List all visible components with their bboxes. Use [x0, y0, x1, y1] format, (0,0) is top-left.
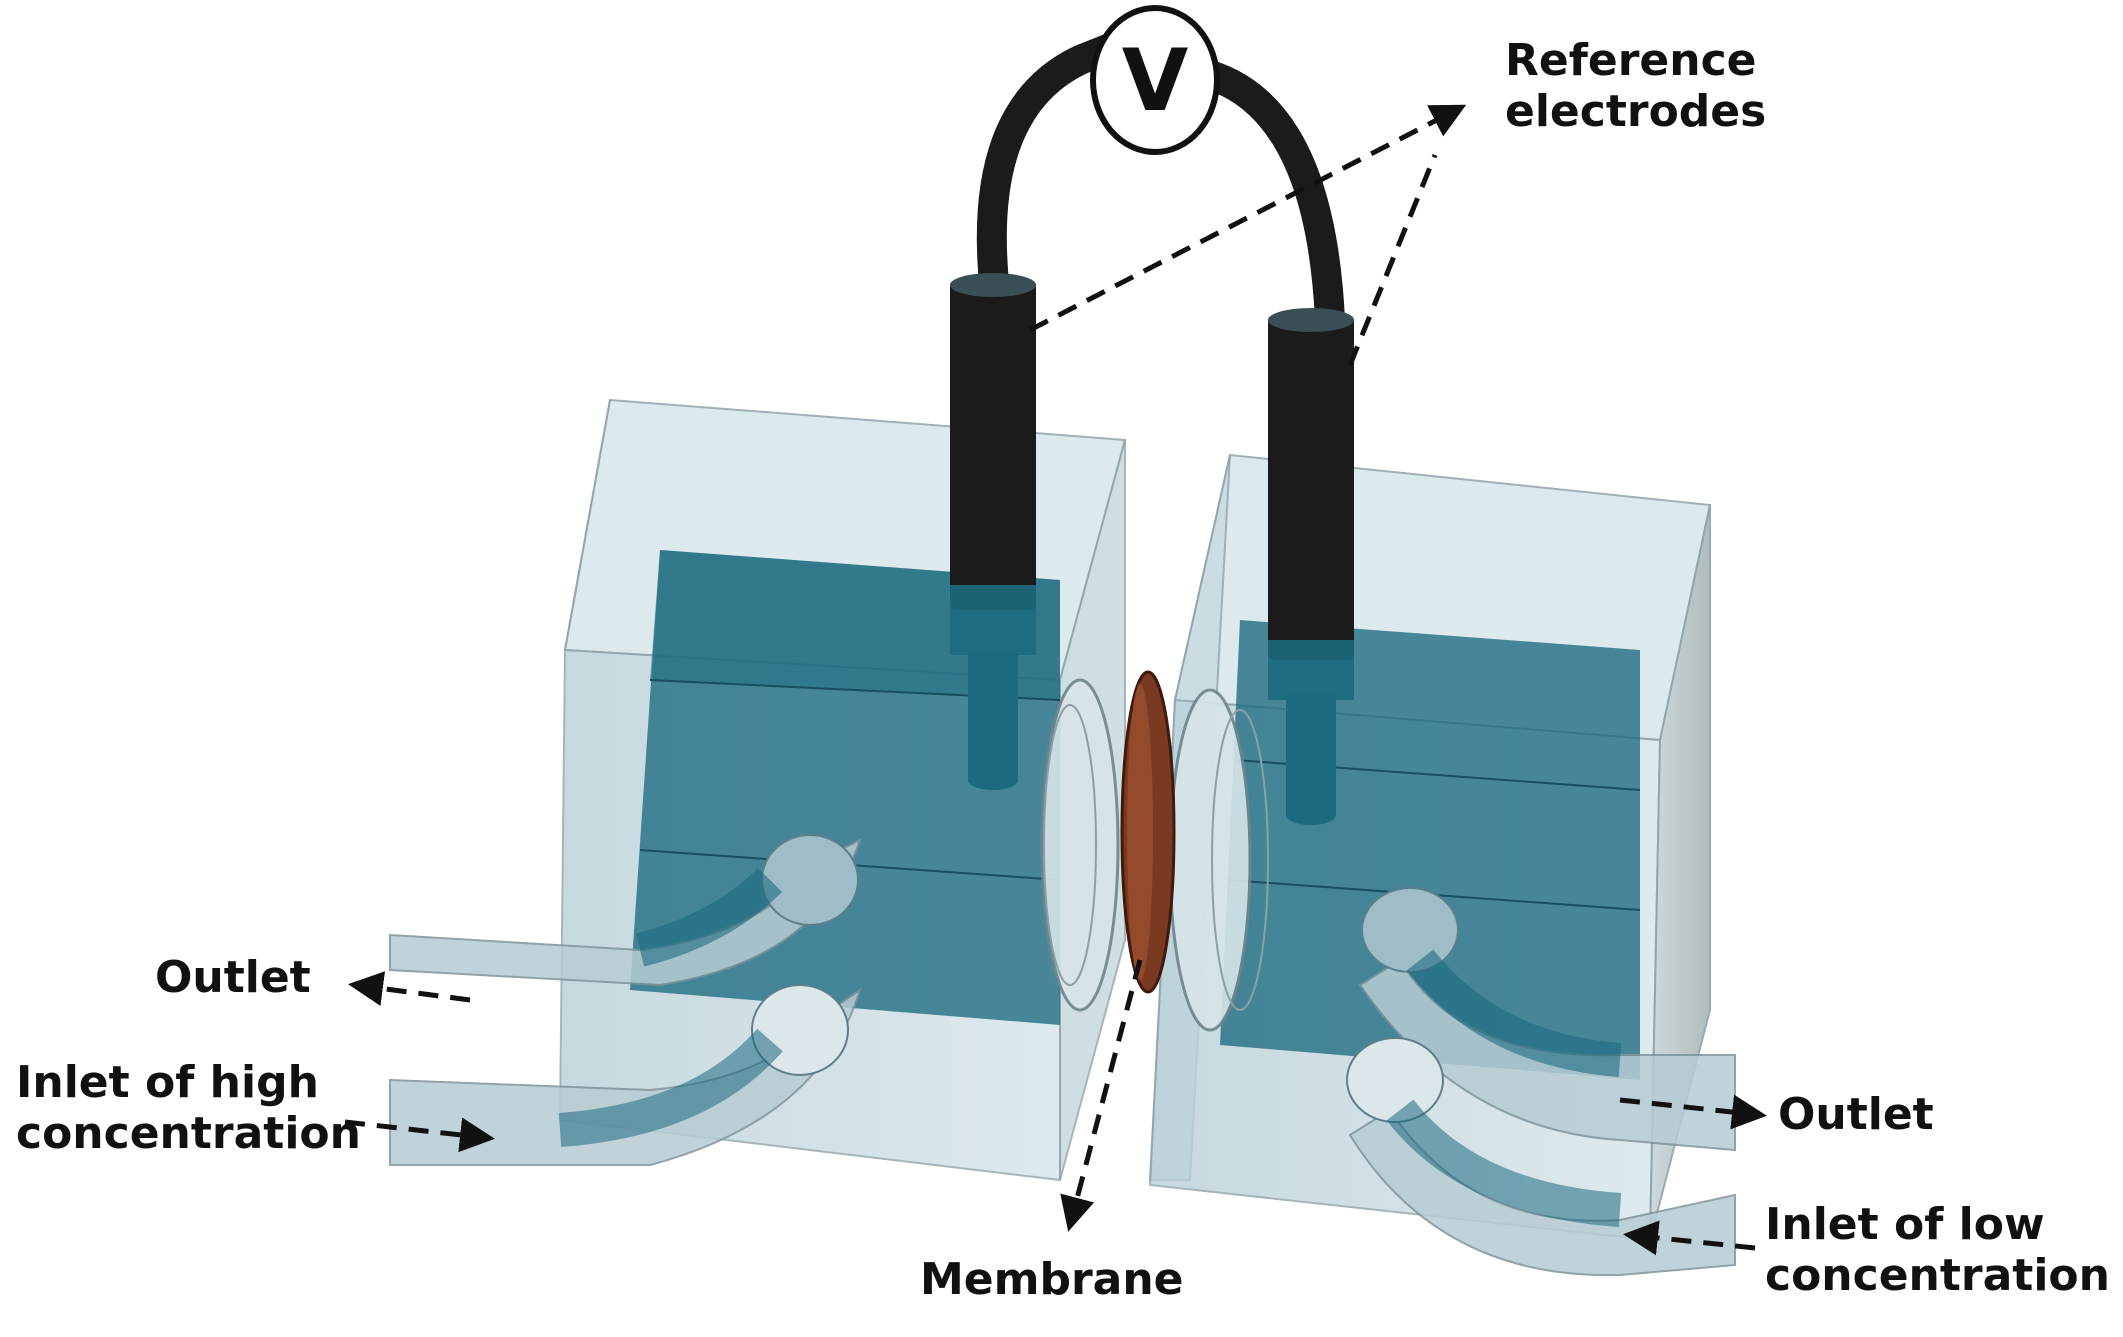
- arrow-outlet-left: [348, 971, 471, 1006]
- label-membrane: Membrane: [920, 1254, 1184, 1305]
- label-outlet-left: Outlet: [155, 952, 311, 1003]
- voltmeter: V: [1090, 5, 1220, 155]
- label-reference-electrodes: Reference electrodes: [1505, 35, 1767, 137]
- voltmeter-symbol: V: [1122, 31, 1189, 131]
- label-inlet-low: Inlet of low concentration: [1765, 1199, 2110, 1301]
- arrow-membrane: [1060, 959, 1143, 1232]
- arrow-ref-left: [1028, 104, 1467, 333]
- right-electrode: [1268, 315, 1354, 660]
- label-outlet-right: Outlet: [1778, 1089, 1934, 1140]
- membrane-disc: [1120, 670, 1176, 994]
- right-cell: [1148, 453, 1736, 1277]
- arrow-inlet-low: [1623, 1220, 1756, 1256]
- arrow-ref-right: [1347, 154, 1438, 366]
- left-electrode: [950, 280, 1036, 610]
- reference-electrodes: [950, 33, 1354, 825]
- left-cell: [389, 398, 1127, 1182]
- voltmeter-wire: [976, 33, 1345, 335]
- arrow-inlet-high: [344, 1117, 495, 1153]
- arrow-outlet-right: [1619, 1094, 1767, 1130]
- leader-arrows: [344, 104, 1767, 1256]
- label-inlet-high: Inlet of high concentration: [16, 1057, 361, 1159]
